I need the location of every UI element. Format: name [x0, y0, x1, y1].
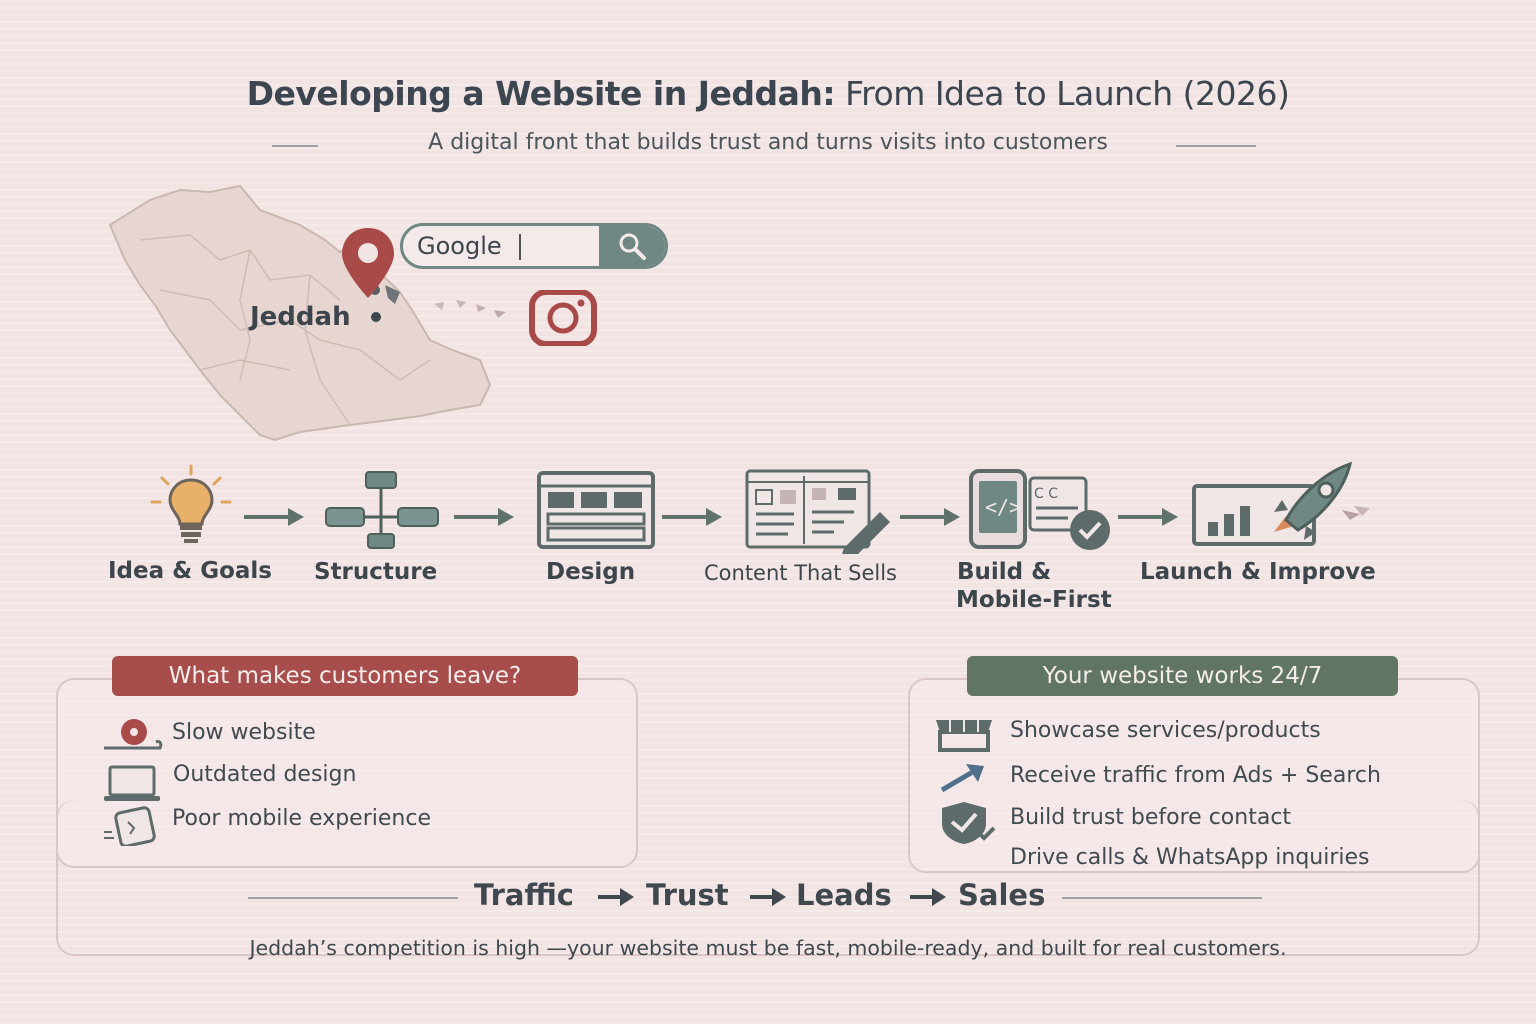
layout-icon: [537, 471, 655, 549]
lightbulb-icon: [150, 464, 232, 543]
search-text: Google: [417, 232, 502, 260]
step-label-launch: Launch & Improve: [1140, 559, 1376, 585]
step-arrow-icon: [244, 508, 304, 526]
subtitle-rule-right: [1176, 145, 1256, 147]
city-dot-icon: [371, 312, 381, 322]
step-arrow-icon: [1118, 508, 1178, 526]
storefront-icon: [936, 720, 992, 752]
title-rest-part: From Idea to Launch (2026): [845, 74, 1290, 113]
subtitle-rule-left: [272, 145, 318, 147]
subtitle-row: A digital front that builds trust and tu…: [0, 130, 1536, 160]
works-item-calls: Drive calls & WhatsApp inquiries: [1010, 845, 1370, 870]
flow-word-leads: Leads: [796, 878, 892, 912]
works-panel: [908, 678, 1480, 873]
subtitle: A digital front that builds trust and tu…: [428, 130, 1108, 155]
step-arrow-icon: [900, 508, 960, 526]
magnifier-icon: [619, 233, 646, 260]
flow-arrow-icon: [598, 888, 634, 906]
flow-arrow-icon: [910, 888, 946, 906]
instagram-icon: [529, 290, 597, 346]
saudi-map-illustration: [108, 184, 492, 442]
step-arrow-icon: [454, 508, 514, 526]
svg-text:C C: C C: [1034, 486, 1058, 502]
shield-check-icon: [942, 802, 996, 844]
works-panel-title: Your website works 24/7: [967, 656, 1398, 696]
step-label-idea: Idea & Goals: [108, 558, 272, 584]
works-item-trust: Build trust before contact: [1010, 805, 1292, 830]
leave-item-outdated: Outdated design: [173, 762, 357, 787]
location-pin-icon: [342, 228, 394, 298]
step-label-build-line1: Build &: [957, 559, 1052, 585]
conversion-flow: Traffic Trust Leads Sales: [0, 878, 1536, 918]
works-item-showcase: Showcase services/products: [1010, 718, 1321, 743]
outer-frame: [56, 800, 1480, 956]
title-bold-part: Developing a Website in Jeddah:: [246, 74, 836, 113]
step-label-structure: Structure: [314, 559, 438, 585]
rocket-icon: [1192, 461, 1370, 546]
svg-text:</>: </>: [985, 495, 1021, 519]
leave-item-slow: Slow website: [172, 720, 316, 745]
step-label-content: Content That Sells: [704, 561, 897, 585]
search-cursor: [519, 234, 521, 260]
leave-item-mobile: Poor mobile experience: [172, 806, 431, 831]
flow-word-traffic: Traffic: [474, 878, 574, 912]
works-item-traffic: Receive traffic from Ads + Search: [1010, 763, 1381, 788]
dashed-arrows-icon: [434, 300, 506, 318]
flow-arrow-icon: [750, 888, 786, 906]
laptop-icon: [104, 765, 160, 801]
flow-word-trust: Trust: [646, 878, 729, 912]
flow-rule-left: [248, 897, 458, 899]
city-label: Jeddah: [250, 302, 351, 332]
flow-rule-right: [1062, 897, 1262, 899]
mobile-code-icon: </> C C: [969, 469, 1110, 550]
step-label-build-line2: Mobile-First: [956, 587, 1112, 613]
page-title: Developing a Website in Jeddah: From Ide…: [0, 74, 1536, 113]
sitemap-icon: [325, 471, 439, 549]
search-bar[interactable]: Google: [400, 223, 668, 269]
slow-snail-icon: [104, 719, 163, 750]
leave-panel-title: What makes customers leave?: [112, 656, 578, 696]
broken-phone-icon: [104, 806, 156, 846]
document-pen-icon: [745, 469, 890, 554]
search-button[interactable]: [599, 226, 665, 266]
footer-note: Jeddah’s competition is high —your websi…: [249, 936, 1287, 960]
flow-word-sales: Sales: [958, 878, 1046, 912]
step-label-design: Design: [546, 559, 636, 585]
step-arrow-icon: [662, 508, 722, 526]
trend-arrow-icon: [940, 764, 984, 793]
